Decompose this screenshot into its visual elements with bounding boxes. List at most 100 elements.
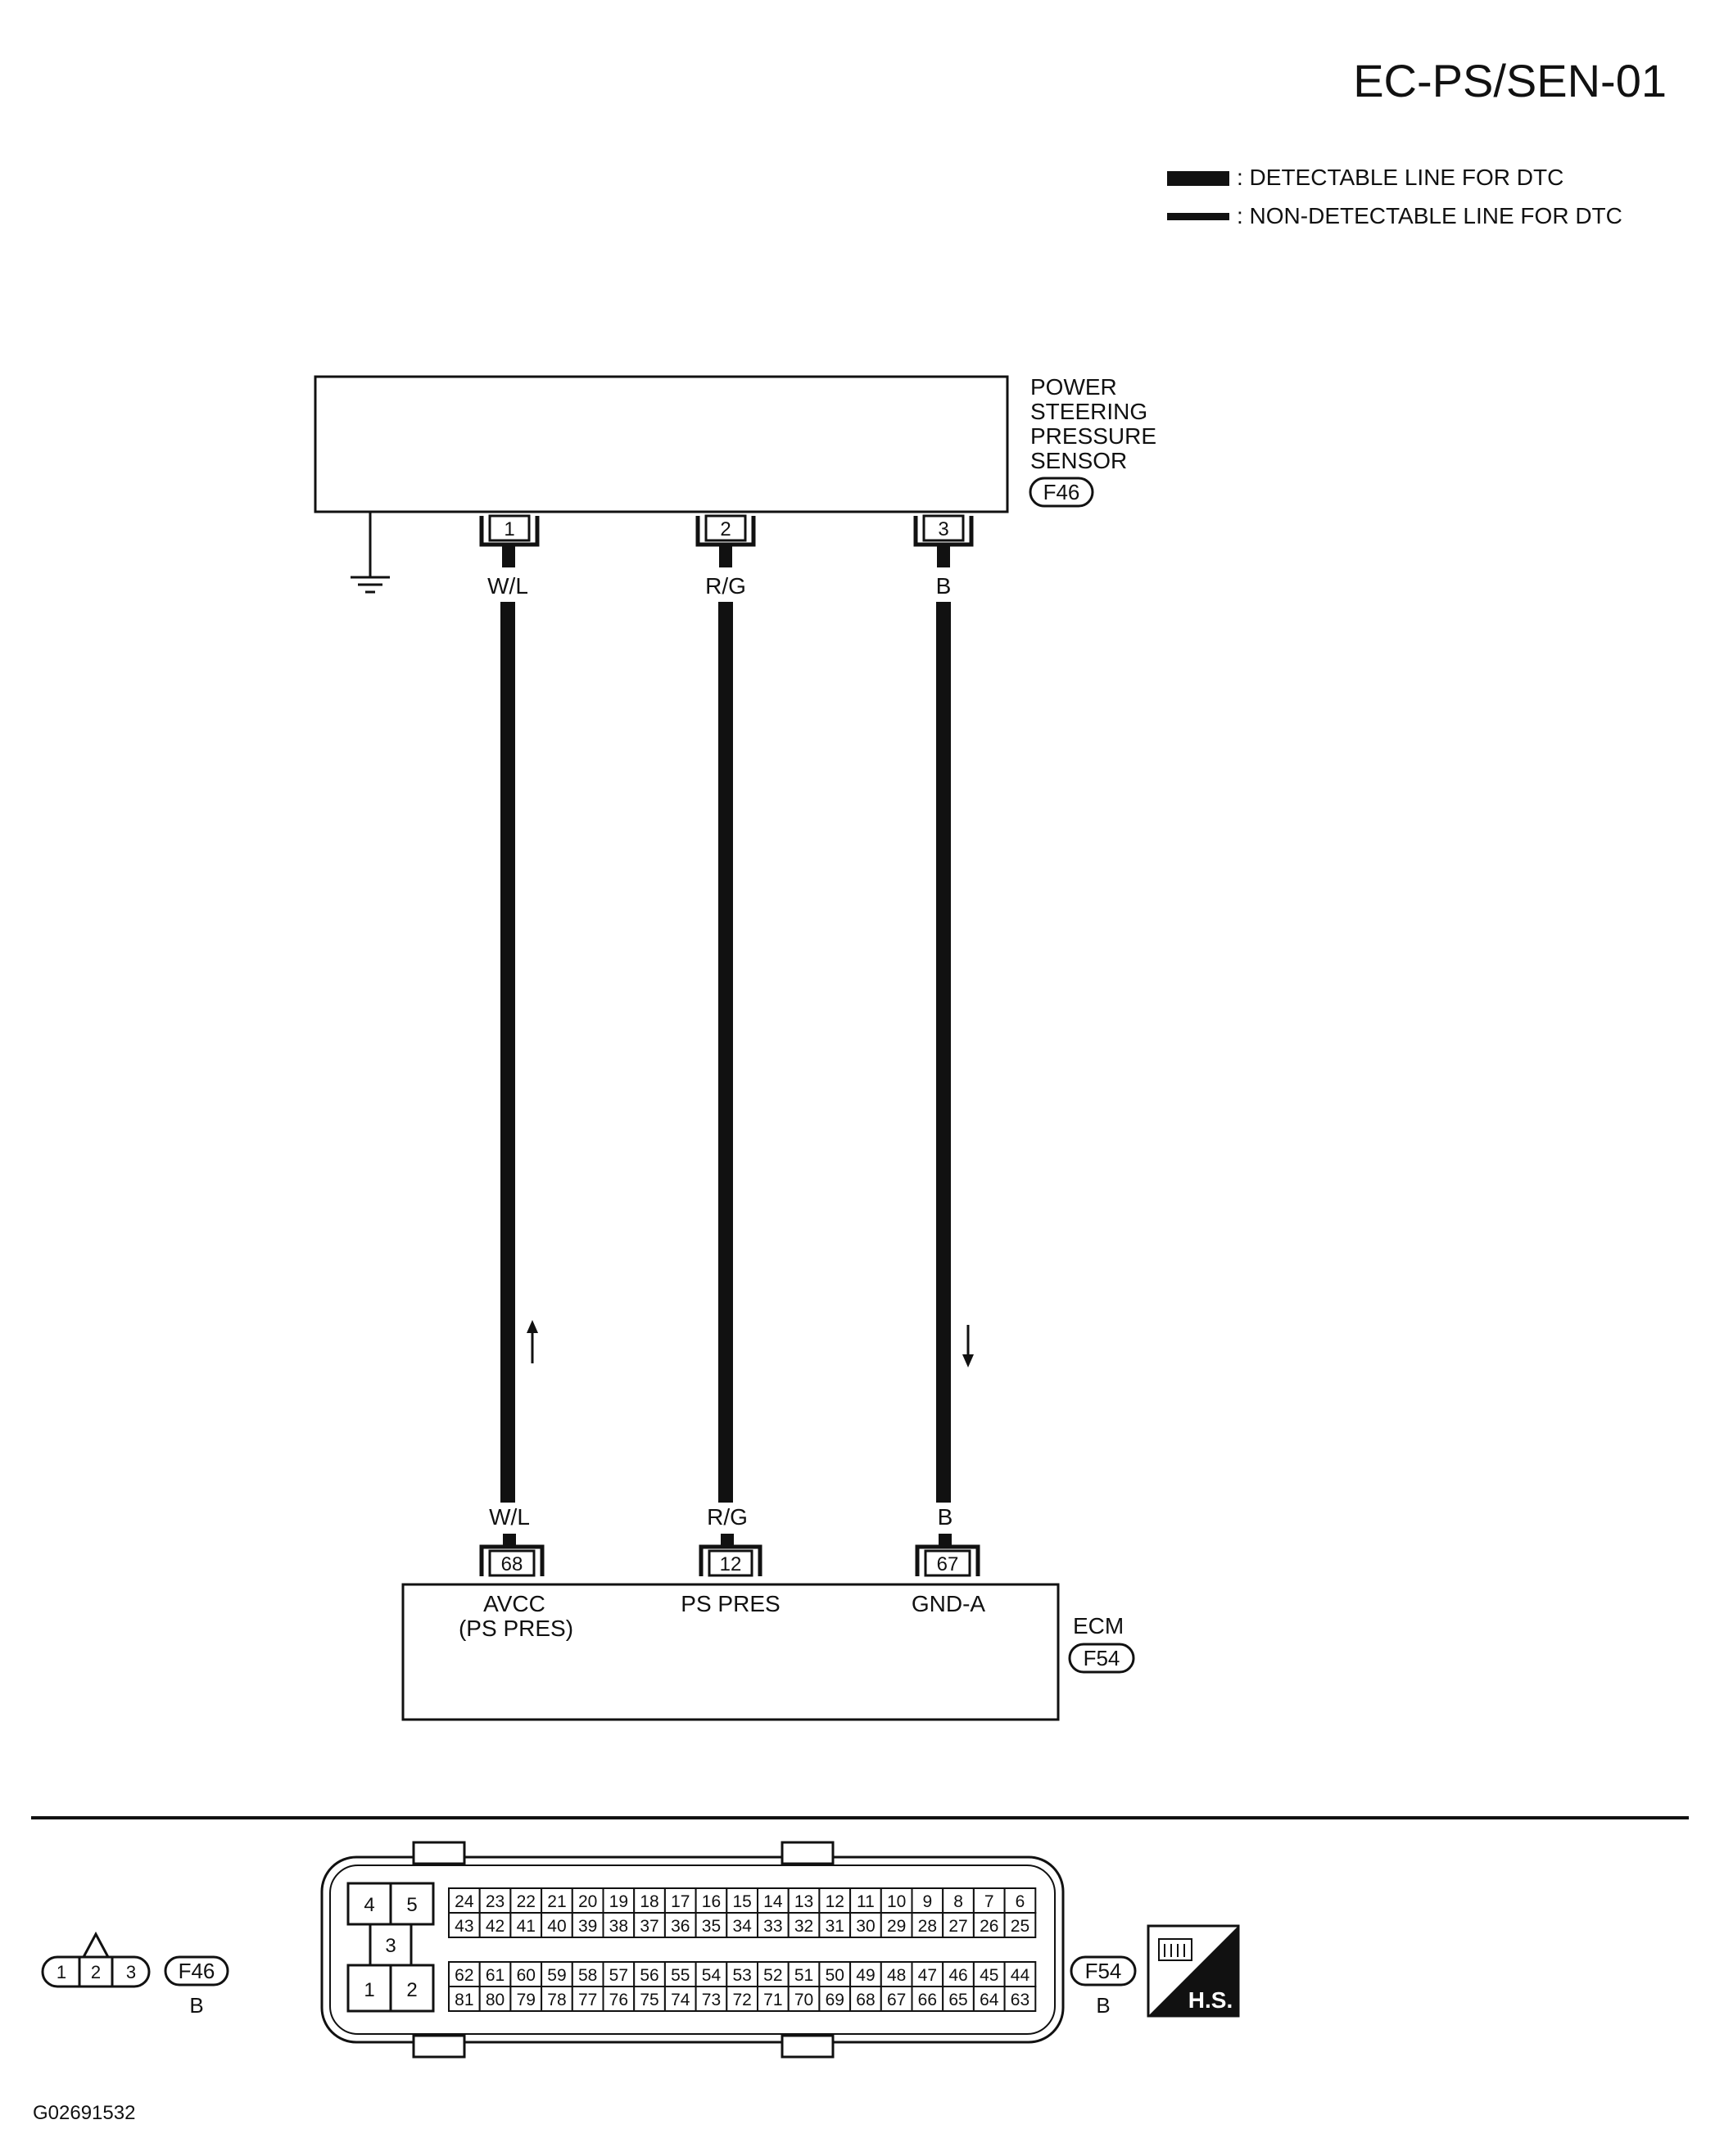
- f54-pin-number: 42: [486, 1917, 505, 1936]
- f54-pin-cell: [509, 1887, 543, 1914]
- wire-r-g: [718, 602, 733, 1503]
- f54-pin-cell: [509, 1986, 543, 2012]
- f54-pin-cell: [633, 1961, 666, 1987]
- f54-pin-number: 52: [763, 1966, 782, 1985]
- up-arrow-icon: [527, 1320, 538, 1363]
- wire-stub-top-2: [719, 545, 732, 567]
- f54-pin-number: 47: [918, 1966, 937, 1985]
- f54-pin-number: 21: [547, 1892, 566, 1911]
- f54-pin-number: 72: [732, 1991, 751, 2009]
- f46-pin-3: 3: [126, 1962, 136, 1982]
- ecm-pin-68-number: 68: [501, 1553, 523, 1575]
- f54-pin-cell: [972, 1912, 1006, 1938]
- ecm-pin-12: 12: [699, 1544, 762, 1577]
- f54-pin-cell: [448, 1887, 481, 1914]
- f54-pin-cell: [478, 1961, 512, 1987]
- ground-symbol: [351, 512, 390, 594]
- legend: : DETECTABLE LINE FOR DTC : NON-DETECTAB…: [1167, 165, 1622, 228]
- f54-pin-cell: [849, 1912, 882, 1938]
- f54-pin-number: 35: [702, 1917, 721, 1936]
- f54-pin-number: 55: [671, 1966, 690, 1985]
- legend-thin-line-swatch: [1167, 213, 1229, 220]
- ecm-pin-67: 67: [915, 1544, 980, 1577]
- f54-pin-number: 64: [980, 1991, 999, 2009]
- f54-pin-number: 10: [887, 1892, 906, 1911]
- wire-color-top-3: B: [936, 573, 952, 599]
- f54-pin-number: 27: [948, 1917, 967, 1936]
- f54-pin-cell: [478, 1986, 512, 2012]
- f54-pin-number: 49: [856, 1966, 875, 1985]
- ecm-pin-68-function-1: AVCC: [483, 1591, 545, 1616]
- f54-pin-cell: [849, 1986, 882, 2012]
- sensor-name-line-2: STEERING: [1030, 399, 1147, 424]
- f54-pin-number: 25: [1011, 1917, 1029, 1936]
- f54-pin-number: 33: [763, 1917, 782, 1936]
- f54-pin-cell: [911, 1961, 944, 1987]
- f54-pin-number: 69: [826, 1991, 844, 2009]
- f54-view-color: B: [1096, 1993, 1110, 2018]
- f54-pin-cell: [757, 1986, 790, 2012]
- f54-pin-number: 58: [578, 1966, 597, 1985]
- f54-pin-number: 61: [486, 1966, 505, 1985]
- f54-pin-number: 66: [918, 1991, 937, 2009]
- f54-pin-number: 57: [609, 1966, 628, 1985]
- f54-pin-cell: [695, 1986, 728, 2012]
- sensor-pin-3: 3: [913, 514, 974, 547]
- f54-big-pin-1: 1: [364, 1979, 374, 2001]
- f54-view-id: F54: [1085, 1959, 1122, 1983]
- ecm-connector-id: F54: [1084, 1646, 1120, 1670]
- f54-pin-number: 12: [826, 1892, 844, 1911]
- f54-pin-cell: [541, 1986, 573, 2012]
- sensor-name-line-3: PRESSURE: [1030, 423, 1156, 449]
- f54-pin-number: 8: [953, 1892, 963, 1911]
- f54-big-pin-2: 2: [406, 1979, 417, 2001]
- wire-stub-bottom-3: [939, 1534, 952, 1545]
- f54-pin-number: 78: [547, 1991, 566, 2009]
- sensor-name-line-4: SENSOR: [1030, 448, 1127, 473]
- f54-pin-number: 54: [702, 1966, 722, 1985]
- wire-stub-bottom-1: [503, 1534, 516, 1545]
- f54-pin-number: 13: [794, 1892, 813, 1911]
- f54-pin-cell: [1003, 1912, 1037, 1938]
- f54-pin-number: 39: [578, 1917, 597, 1936]
- f54-pin-number: 71: [763, 1991, 782, 2009]
- f54-pin-number: 7: [984, 1892, 994, 1911]
- sensor-connector-badge: [1029, 477, 1094, 508]
- sensor-pin-2-number: 2: [720, 518, 731, 540]
- wire-color-bottom-2: R/G: [707, 1504, 748, 1530]
- f54-pin-number: 19: [609, 1892, 628, 1911]
- wire-w-l: [500, 602, 515, 1503]
- f54-pin-number: 37: [640, 1917, 658, 1936]
- f46-view-id: F46: [179, 1959, 215, 1983]
- f46-view-color: B: [189, 1993, 203, 2018]
- f54-pin-number: 44: [1011, 1966, 1030, 1985]
- f54-pin-number: 59: [547, 1966, 566, 1985]
- ecm-pin-67-function: GND-A: [912, 1591, 986, 1616]
- f54-pin-cell: [911, 1986, 944, 2012]
- wire-b: [936, 602, 951, 1503]
- down-arrow-icon: [962, 1325, 974, 1367]
- f54-pin-number: 31: [826, 1917, 844, 1936]
- f54-pin-number: 6: [1016, 1892, 1025, 1911]
- wire-stub-top-1: [502, 545, 515, 567]
- f54-pin-cell: [787, 1912, 821, 1938]
- f54-pin-number: 75: [640, 1991, 658, 2009]
- f54-pin-number: 70: [794, 1991, 813, 2009]
- f54-pin-number: 60: [517, 1966, 536, 1985]
- harness-side-symbol: H.S.: [1147, 1924, 1240, 2018]
- f54-pin-cell: [911, 1887, 944, 1914]
- f54-pin-number: 73: [702, 1991, 721, 2009]
- hs-label: H.S.: [1188, 1987, 1233, 2013]
- f54-pin-cell: [633, 1986, 666, 2012]
- f54-pin-cell: [478, 1887, 512, 1914]
- f54-big-pin-4: 4: [364, 1894, 374, 1916]
- wire-color-bottom-3: B: [938, 1504, 953, 1530]
- f54-pin-number: 18: [640, 1892, 658, 1911]
- legend-non-detectable-label: : NON-DETECTABLE LINE FOR DTC: [1237, 203, 1622, 228]
- f54-pin-number: 14: [763, 1892, 783, 1911]
- f46-connector-view: 1 2 3 F46 B: [41, 1931, 229, 2018]
- f54-pin-number: 62: [455, 1966, 473, 1985]
- wire-color-top-1: W/L: [487, 573, 528, 599]
- f54-pin-number: 36: [671, 1917, 690, 1936]
- f54-pin-cell: [448, 1912, 481, 1938]
